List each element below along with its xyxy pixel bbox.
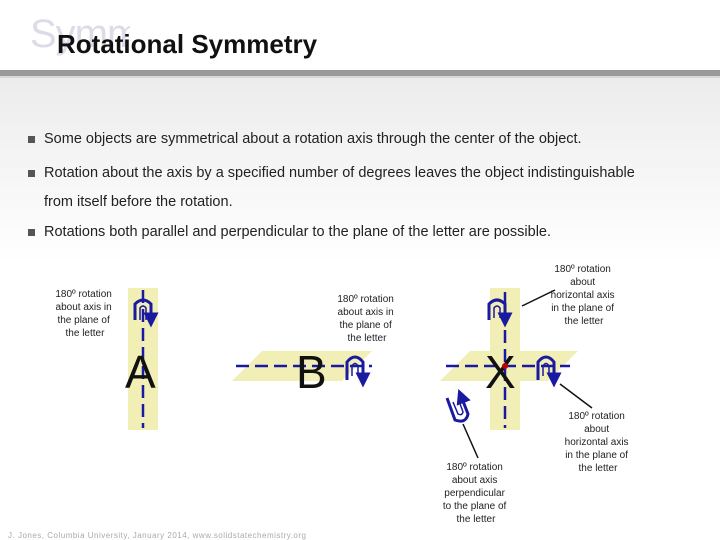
caption-x-top: 180º rotation about horizontal axis in t…	[551, 264, 618, 327]
rotation-arrow-icon	[445, 389, 471, 423]
content-gradient	[0, 78, 720, 540]
rotation-arrow-icon	[493, 305, 501, 318]
caption-a: 180º rotation about axis in the plane of…	[55, 289, 114, 339]
letter-b: B	[296, 346, 327, 398]
rotation-arrow-icon	[351, 362, 359, 376]
caption-x-top-line: 180º rotation	[554, 264, 610, 275]
letter-a: A	[125, 346, 156, 398]
caption-x-bottom-left-line: to the plane of	[443, 501, 507, 512]
caption-a-line: the letter	[66, 328, 106, 339]
bullet-item: Rotation about the axis by a specified n…	[28, 159, 708, 217]
caption-x-top-line: in the plane of	[551, 303, 614, 314]
caption-a-line: about axis in	[56, 302, 112, 313]
bullet-item: Some objects are symmetrical about a rot…	[28, 125, 708, 154]
caption-b: 180º rotation about axis in the plane of…	[337, 294, 396, 344]
bullet-line: Some objects are symmetrical about a rot…	[44, 131, 582, 147]
letter-x: X	[485, 346, 516, 398]
bullet-item: Rotations both parallel and perpendicula…	[28, 218, 708, 247]
bullet-line: Rotation about the axis by a specified n…	[44, 165, 635, 181]
caption-x-bottom-left-line: about axis	[452, 475, 498, 486]
title-shadow: Symmetry	[30, 12, 130, 56]
caption-b-line: the letter	[348, 333, 388, 344]
title-rule	[0, 70, 720, 76]
callout-line	[559, 383, 593, 409]
caption-x-bottom-left-line: the letter	[457, 514, 497, 525]
rotation-arrow-icon	[139, 305, 147, 320]
page-title: Rotational Symmetry	[57, 29, 318, 59]
footer-credit: J. Jones, Columbia University, January 2…	[8, 531, 307, 540]
caption-x-top-line: the letter	[565, 316, 605, 327]
caption-x-bottom-right: 180º rotation about horizontal axis in t…	[565, 411, 632, 474]
rotation-arrow-icon	[345, 355, 371, 388]
caption-b-line: about axis in	[338, 307, 394, 318]
bullet-line: Rotations both parallel and perpendicula…	[44, 224, 552, 240]
caption-b-line: 180º rotation	[337, 294, 393, 305]
caption-x-top-line: about	[570, 277, 595, 288]
caption-x-bottom-right-line: in the plane of	[565, 450, 628, 461]
caption-x-bottom-right-line: 180º rotation	[568, 411, 624, 422]
rotation-arrow-icon	[542, 362, 550, 376]
caption-x-bottom-right-line: the letter	[579, 463, 619, 474]
caption-a-line: the plane of	[57, 315, 109, 326]
caption-x-bottom-left-line: perpendicular	[444, 488, 505, 499]
caption-x-bottom-left: 180º rotation about axis perpendicular t…	[443, 462, 509, 525]
caption-x-bottom-right-line: horizontal axis	[565, 437, 629, 448]
caption-b-line: the plane of	[339, 320, 391, 331]
callout-line	[462, 423, 479, 459]
bullet-line: from itself before the rotation.	[44, 194, 233, 210]
caption-x-bottom-right-line: about	[584, 424, 609, 435]
rotation-arrow-icon	[133, 298, 159, 328]
rotation-arrow-icon	[452, 400, 464, 416]
caption-a-line: 180º rotation	[55, 289, 111, 300]
callout-line	[521, 289, 556, 307]
rotation-arrow-icon	[487, 298, 513, 328]
title-rule-light	[0, 76, 720, 78]
rotation-center-dot	[502, 363, 508, 369]
bullet-list: Some objects are symmetrical about a rot…	[28, 125, 708, 247]
rotation-arrow-icon	[536, 355, 562, 388]
caption-x-bottom-left-line: 180º rotation	[446, 462, 502, 473]
caption-x-top-line: horizontal axis	[551, 290, 615, 301]
